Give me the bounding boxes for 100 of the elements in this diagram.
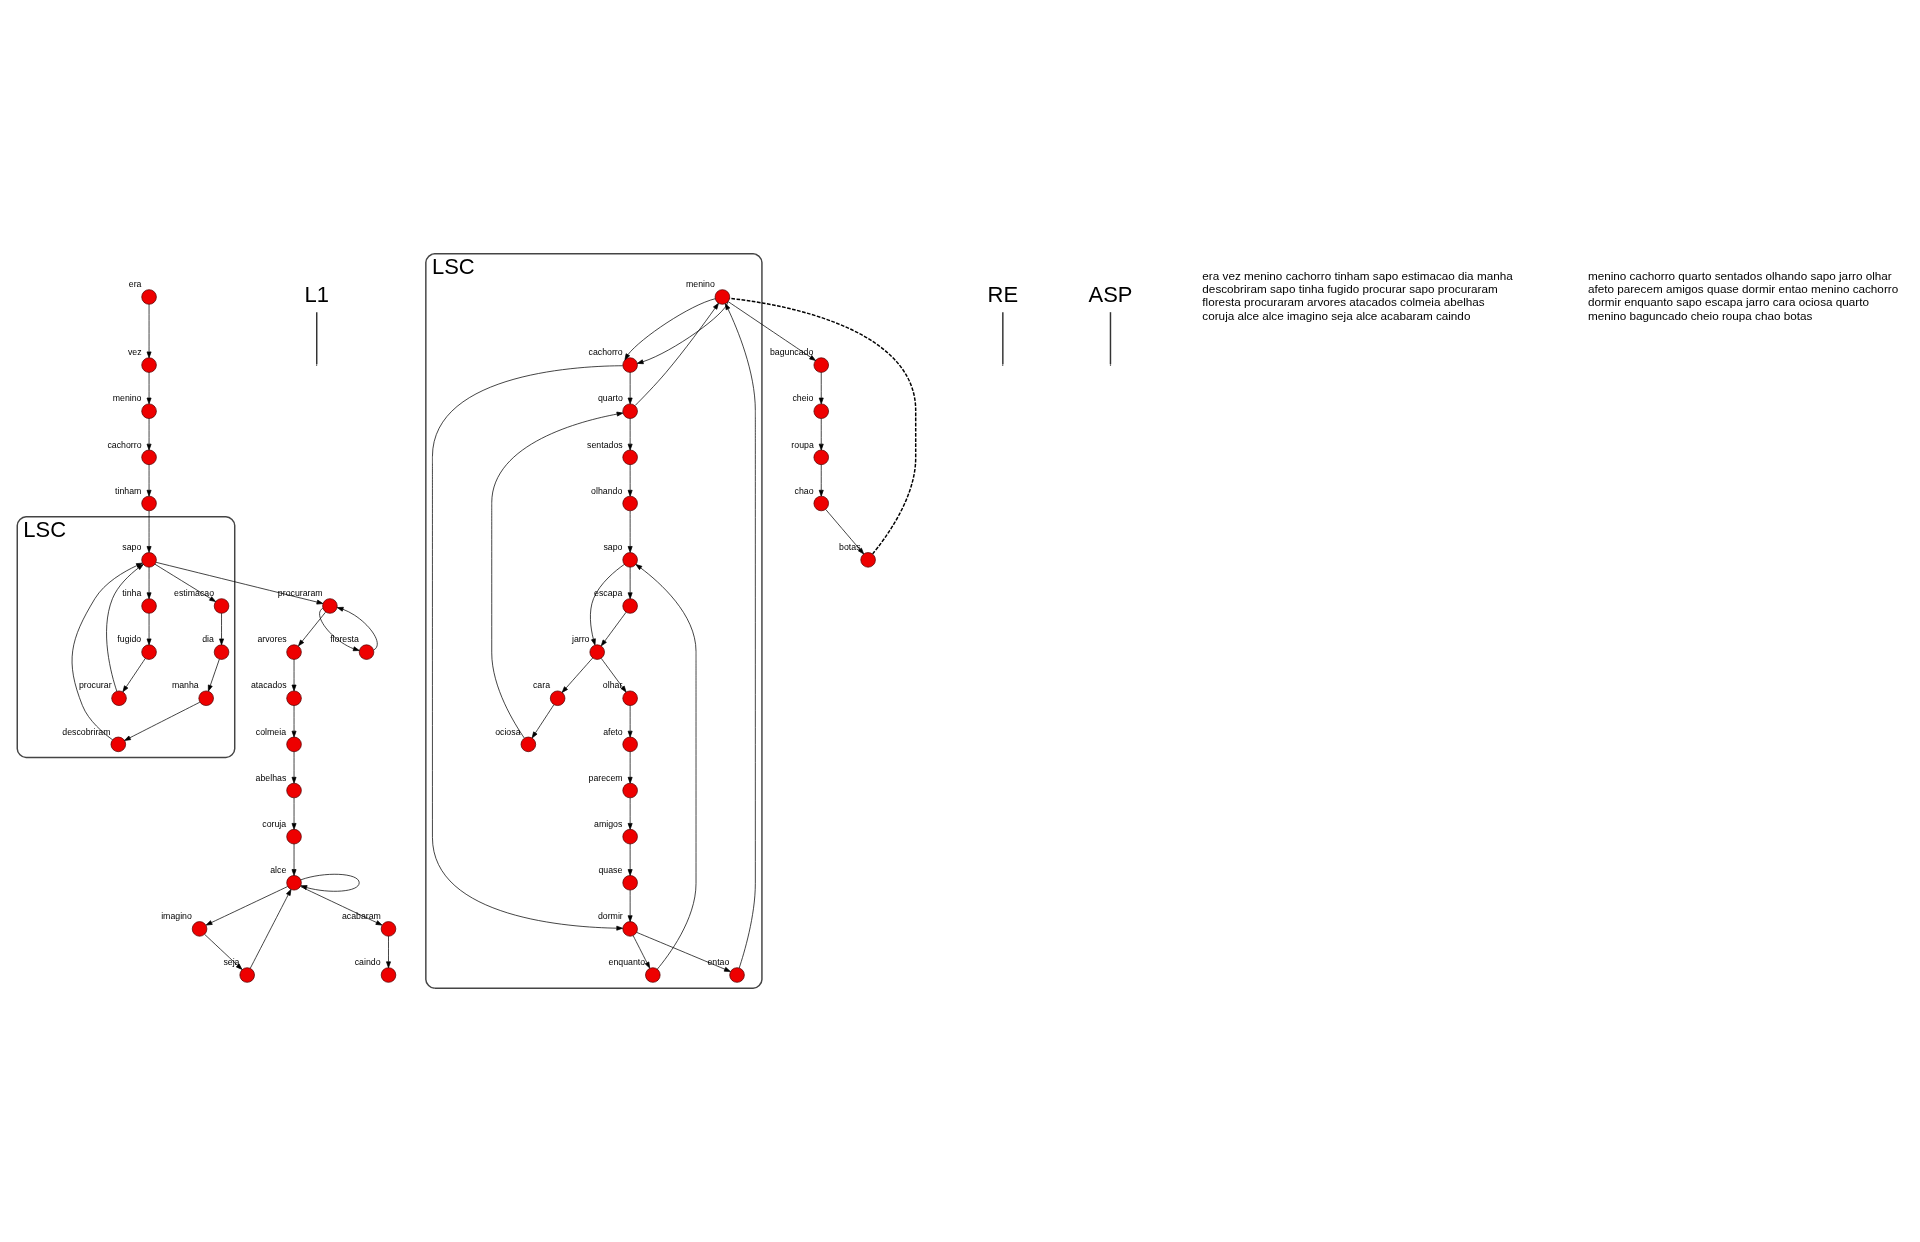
node-circle: [622, 736, 638, 753]
arrow: [491, 411, 624, 739]
arrow: [627, 889, 633, 922]
node-label: sapo: [603, 542, 623, 553]
arrow: [818, 372, 824, 405]
node-label: olhar: [602, 680, 623, 691]
arrow: [627, 418, 633, 451]
arrow: [432, 365, 623, 931]
node-label: alce: [270, 864, 287, 875]
node-label: vez: [127, 347, 142, 358]
arrow: [627, 372, 633, 405]
node-circle: [141, 552, 157, 568]
node-label: amigos: [594, 818, 623, 829]
node-circle: [645, 967, 661, 983]
node-text: RE: [987, 282, 1019, 308]
arrow: [627, 843, 633, 876]
node-circle: [110, 736, 126, 753]
node-label: roupa: [791, 439, 814, 450]
node-text: ASP: [1088, 282, 1133, 308]
node-circle: [141, 495, 157, 512]
node-label: quase: [598, 864, 623, 875]
arrow: [300, 886, 383, 926]
arrow: [632, 935, 651, 969]
node-circle: [622, 357, 638, 373]
node-circle: [622, 921, 638, 937]
node-label: cachorro: [588, 347, 623, 358]
arrow: [291, 843, 297, 876]
arrow: [219, 612, 224, 646]
arrow: [627, 705, 633, 738]
node-circle: [141, 644, 157, 660]
node-circle: [714, 289, 731, 305]
arrow: [634, 302, 719, 406]
arrow: [291, 705, 297, 738]
arrow: [590, 564, 625, 646]
node-label: afeto: [603, 726, 623, 737]
arrow: [146, 510, 152, 553]
node-circle: [141, 289, 157, 305]
node-circle: [813, 495, 829, 512]
node-circle: [813, 357, 829, 373]
node-label: coruja: [262, 818, 287, 829]
node-label: chao: [794, 485, 814, 496]
node-label: fugido: [117, 634, 142, 645]
arrow: [298, 611, 326, 647]
node-label: floresta: [330, 634, 359, 645]
arrow: [300, 873, 360, 892]
node-label: cheio: [792, 393, 814, 404]
node-circle: [286, 875, 302, 891]
arrow: [818, 418, 824, 451]
node-label: enquanto: [608, 957, 646, 968]
node-label: cara: [533, 680, 551, 691]
node-circle: [141, 598, 157, 614]
node-circle: [622, 782, 638, 799]
arrow: [291, 751, 297, 784]
node-label: botas: [839, 542, 861, 553]
node-circle: [622, 552, 638, 568]
arrow: [727, 301, 816, 361]
arrow: [146, 464, 152, 497]
node-label: abelhas: [255, 772, 287, 783]
node-text: L1: [304, 282, 329, 308]
arrow: [205, 886, 288, 926]
arrow: [249, 889, 292, 969]
node-circle: [213, 644, 230, 660]
node-circle: [191, 921, 208, 937]
node-label: tinham: [115, 485, 142, 496]
node-label: sentados: [587, 439, 623, 450]
node-label: menino: [686, 279, 715, 290]
node-circle: [198, 690, 214, 706]
node-label: manha: [171, 680, 199, 691]
node-label: cachorro: [107, 439, 142, 450]
connector: [316, 311, 318, 365]
node-label: procuraram: [277, 588, 323, 599]
node-circle: [286, 782, 302, 799]
arrow: [146, 612, 152, 646]
node-label: menino: [112, 393, 142, 404]
node-circle: [860, 552, 876, 568]
node-label: parecem: [588, 772, 623, 783]
node-circle: [141, 449, 157, 466]
node-label: olhando: [591, 485, 623, 496]
arrow: [207, 658, 220, 692]
arrow: [624, 298, 716, 361]
node-label: colmeia: [255, 726, 287, 737]
node-circle: [729, 967, 745, 983]
arrow: [627, 797, 633, 830]
connector: [1002, 311, 1004, 365]
node-label: estimacao: [174, 588, 215, 599]
connector: [1109, 311, 1112, 365]
node-label: atacados: [250, 680, 287, 691]
node-circle: [622, 449, 638, 466]
node-circle: [322, 598, 338, 614]
node-circle: [286, 690, 302, 706]
node-circle: [141, 357, 157, 373]
arrow: [319, 607, 360, 652]
arrow: [146, 566, 152, 599]
arrow: [122, 658, 146, 693]
node-circle: [141, 403, 157, 419]
node-circle: [286, 736, 302, 753]
node-label: jarro: [571, 634, 590, 645]
arrow: [818, 464, 824, 497]
arrow: [124, 701, 201, 741]
node-label: descobriram: [62, 726, 111, 737]
